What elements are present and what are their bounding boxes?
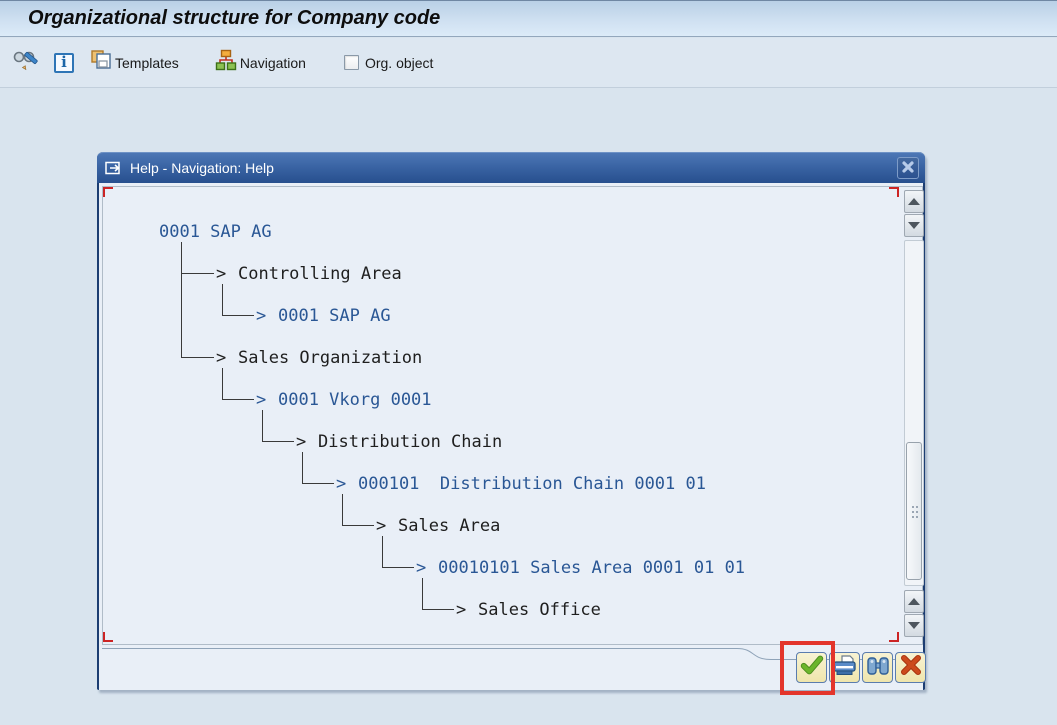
scroll-up-bottom-button[interactable] [904,590,924,613]
templates-label: Templates [115,54,179,71]
window-titlebar: Organizational structure for Company cod… [0,0,1057,37]
glasses-pencil-icon [12,48,40,77]
tree-branch-arrow: > [376,516,387,536]
tree-connector-line [181,242,182,358]
tree-connector-line [222,315,254,316]
checkmark-icon [800,654,824,681]
tree-branch-arrow: > [416,558,427,578]
application-toolbar: i Templates Navigation Org. object [0,38,1057,88]
dialog-title: Help - Navigation: Help [130,160,274,176]
tree-connector-line [222,284,223,316]
close-icon [901,160,915,177]
tree-branch-arrow: > [336,474,347,494]
tree-node[interactable]: Sales Organization [238,348,423,368]
tree-branch-arrow: > [216,348,227,368]
tree-connector-line [181,357,214,358]
templates-icon [90,49,112,76]
tree-connector-line [302,452,303,484]
org-object-toggle[interactable]: Org. object [340,46,437,80]
tree-connector-line [422,609,454,610]
dialog-close-button[interactable] [897,157,919,179]
navigation-icon [215,49,237,76]
tree-node[interactable]: Sales Office [478,600,601,620]
tree-connector-line [222,368,223,400]
navigation-tree: 0001 SAP AG > Controlling Area >0001 SAP AG… [103,187,922,644]
tree-node[interactable]: 000101 Distribution Chain 0001 01 [358,474,706,494]
tree-connector-line [342,494,343,526]
binoculars-icon [866,655,890,681]
arrow-down-icon [908,222,920,229]
tree-branch-arrow: > [256,306,267,326]
info-button[interactable]: i [50,46,78,80]
tree-node[interactable]: 0001 SAP AG [159,222,272,242]
focus-corner-bottom-right [889,632,899,642]
tree-node[interactable]: Sales Area [398,516,501,536]
tree-node[interactable]: 0001 SAP AG [278,306,391,326]
tree-connector-line [222,399,254,400]
scroll-down-bottom-button[interactable] [904,614,924,637]
tree-connector-line [302,483,334,484]
focus-corner-top-right [889,187,899,197]
tree-branch-arrow: > [296,432,307,452]
arrow-up-icon [908,198,920,205]
arrow-up-icon [908,598,920,605]
footer-divider [102,648,920,660]
tree-connector-line [382,567,414,568]
continue-button[interactable] [796,652,827,683]
tree-connector-line [262,441,294,442]
navigation-button[interactable]: Navigation [211,46,310,80]
info-icon: i [54,52,74,73]
tree-branch-arrow: > [216,264,227,284]
cancel-button[interactable] [895,652,926,683]
tree-node[interactable]: Controlling Area [238,264,402,284]
tree-connector-line [181,273,214,274]
dialog-titlebar[interactable]: Help - Navigation: Help [97,152,925,183]
tree-node[interactable]: 00010101 Sales Area 0001 01 01 [438,558,746,578]
tree-connector-line [422,578,423,610]
arrow-down-icon [908,622,920,629]
tree-connector-line [382,536,383,568]
tree-connector-line [262,410,263,442]
scrollbar-thumb[interactable] [906,442,922,580]
print-button[interactable] [829,652,860,683]
tree-panel: 0001 SAP AG > Controlling Area >0001 SAP AG… [102,186,923,645]
scrollbar-track[interactable] [904,240,924,586]
display-change-button[interactable] [8,46,44,80]
find-button[interactable] [862,652,893,683]
navigation-label: Navigation [239,54,306,71]
dialog-footer [99,645,923,690]
focus-corner-bottom-left [103,632,113,642]
tree-branch-arrow: > [256,390,267,410]
tree-node[interactable]: 0001 Vkorg 0001 [278,390,432,410]
focus-corner-top-left [103,187,113,197]
page-title: Organizational structure for Company cod… [28,7,441,29]
scroll-up-button[interactable] [904,190,924,213]
templates-button[interactable]: Templates [86,46,183,80]
tree-connector-line [342,525,374,526]
org-object-checkbox[interactable] [343,55,359,70]
tree-branch-arrow: > [456,600,467,620]
help-navigation-dialog: Help - Navigation: Help 0001 SAP AG > Cont… [97,152,926,695]
scrollbar-grip-icon [912,506,914,508]
printer-icon [832,654,857,682]
tree-node[interactable]: Distribution Chain [318,432,503,452]
cancel-x-icon [900,654,922,681]
scroll-down-button[interactable] [904,214,924,237]
org-object-label: Org. object [364,54,434,71]
dialog-window-icon [105,160,124,176]
